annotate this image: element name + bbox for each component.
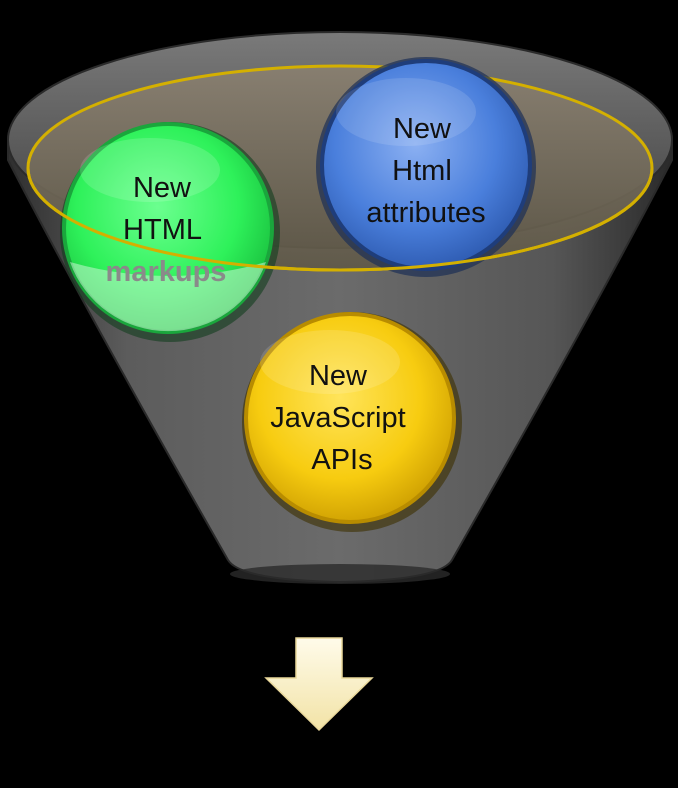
- bubble-yellow-line-2: JavaScript: [270, 402, 405, 434]
- svg-text:New Html attribute: New Html attributes: [366, 113, 485, 229]
- down-arrow-icon: [264, 637, 374, 732]
- bubble-green-line-1: New: [133, 172, 192, 204]
- funnel-rim-front: [26, 167, 654, 272]
- svg-text:New JavaScript API: New JavaScript APIs: [270, 360, 413, 476]
- bubble-blue-line-1: New: [393, 113, 452, 145]
- bubble-blue-line-3: attributes: [366, 197, 485, 229]
- svg-text:New HTML markups: New HTML markups: [106, 172, 227, 288]
- funnel-spout-shadow: [230, 564, 450, 584]
- bubble-green-line-2: HTML: [123, 214, 202, 246]
- bubble-yellow-line-1: New: [309, 360, 368, 392]
- bubble-new-html-markups: New HTML markups: [60, 122, 280, 342]
- bubble-yellow-line-3: APIs: [311, 444, 372, 476]
- bubble-blue-line-2: Html: [392, 155, 452, 187]
- bubble-new-html-attributes: New Html attributes: [316, 57, 536, 277]
- bubble-new-javascript-apis: New JavaScript APIs: [242, 312, 462, 532]
